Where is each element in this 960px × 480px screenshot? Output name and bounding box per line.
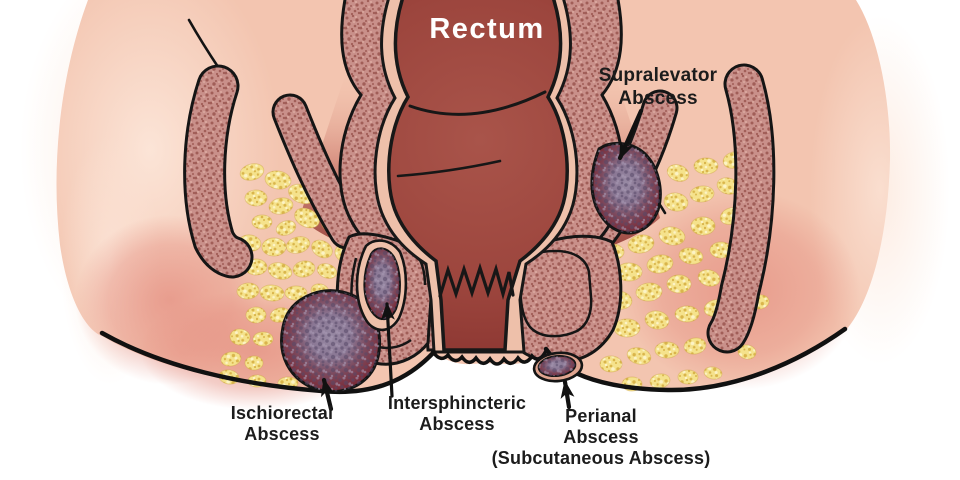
fat-lobule — [666, 274, 692, 294]
obturator-muscle-right — [706, 63, 776, 354]
fat-lobule — [663, 192, 689, 212]
rectum-lumen — [387, 0, 569, 352]
fat-lobule — [267, 262, 293, 280]
fat-lobule — [236, 282, 260, 300]
fat-lobule — [285, 236, 311, 254]
arrow-perianal — [560, 379, 575, 410]
fat-lobule — [284, 285, 308, 301]
fat-lobule — [678, 247, 704, 265]
fat-lobule — [677, 369, 699, 385]
ischiorectal-abscess — [280, 289, 382, 393]
fat-lobule — [311, 239, 333, 259]
fat-lobule — [275, 220, 297, 236]
fat-lobule — [292, 260, 316, 278]
fat-lobule — [658, 226, 686, 246]
fat-lobule — [683, 337, 707, 355]
fat-lobule — [627, 234, 655, 254]
fat-lobule — [239, 163, 265, 181]
fat-lobule — [703, 366, 723, 380]
supralevator-abscess — [590, 142, 662, 235]
fat-lobule — [261, 237, 287, 257]
obturator-muscle-left — [183, 64, 254, 279]
fat-lobule — [674, 305, 700, 323]
fat-lobule — [613, 318, 641, 338]
fat-lobule — [644, 310, 670, 330]
arrow-ischiorectal — [320, 377, 335, 412]
fat-lobule — [294, 207, 320, 229]
fat-lobule — [264, 170, 292, 190]
fat-lobule — [737, 344, 757, 360]
fat-lobule — [220, 351, 242, 367]
fat-lobule — [259, 284, 285, 302]
fat-lobule — [697, 269, 721, 287]
arrow-supralevator — [617, 108, 644, 161]
anal-verge-line — [431, 349, 548, 366]
fat-lobule — [316, 263, 338, 279]
fat-lobule — [244, 189, 268, 207]
fat-lobule — [690, 216, 716, 236]
fat-lobule — [693, 157, 719, 175]
abscesses — [280, 142, 662, 393]
fat-lobule — [268, 197, 294, 215]
fat-lobule — [229, 328, 251, 346]
fat-lobule — [244, 355, 264, 371]
fat-lobule — [626, 347, 652, 365]
fat-lobule — [245, 306, 267, 324]
fat-lobule — [252, 331, 274, 347]
label-arrows — [320, 108, 644, 412]
arrow-intersphincteric — [380, 302, 395, 398]
levator-ani-left — [271, 93, 366, 250]
fat-lobule — [689, 185, 715, 203]
fat-lobule — [251, 214, 273, 230]
fat-lobule — [646, 254, 674, 274]
intersphincteric-abscess — [355, 239, 408, 332]
fat-lobule — [654, 341, 680, 359]
dentate-line — [438, 262, 515, 301]
fat-lobule — [599, 355, 623, 373]
fat-lobule — [666, 164, 690, 182]
rectum-fold-lines — [396, 90, 547, 301]
perianal-abscess — [532, 351, 584, 383]
fat-lobule — [635, 282, 663, 302]
